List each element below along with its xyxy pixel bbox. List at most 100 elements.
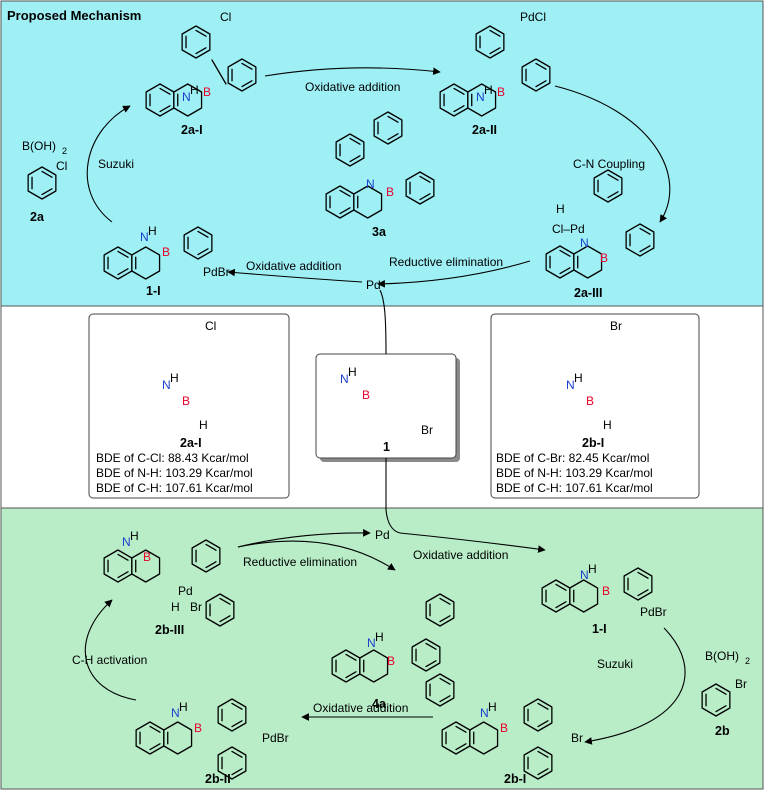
atom-B: B xyxy=(386,185,394,199)
atom-H: H xyxy=(484,83,493,97)
benzene-ring xyxy=(131,246,161,280)
catalyst-label: Pd xyxy=(366,278,381,292)
compound-label-2a: 2a xyxy=(30,210,45,224)
bond xyxy=(455,725,467,733)
atom-N: N xyxy=(476,90,485,104)
benzene-ring xyxy=(573,245,603,279)
step-label: Oxidative addition xyxy=(313,701,408,715)
bond xyxy=(345,653,357,661)
arrow-oxidative-addition-top xyxy=(264,67,441,77)
bde-box-right xyxy=(490,313,700,499)
bond xyxy=(439,677,451,685)
benzene-ring xyxy=(569,579,599,613)
bde-line: BDE of C-H: 107.61 Kcar/mol xyxy=(96,481,253,495)
benzene-ring xyxy=(425,593,455,627)
benzene-ring xyxy=(353,185,383,219)
hydrogen-label: H xyxy=(603,418,612,432)
benzene-ring xyxy=(475,25,505,59)
atom-H: H xyxy=(148,224,157,238)
bond xyxy=(149,725,161,733)
bond xyxy=(607,173,619,181)
pdbr-label: PdBr xyxy=(262,731,289,745)
bond xyxy=(117,250,129,258)
bond xyxy=(537,702,549,710)
bond xyxy=(159,87,171,95)
bond xyxy=(715,705,727,713)
benzene-ring xyxy=(625,223,655,257)
atom-N: N xyxy=(566,378,575,392)
step-label: Reductive elimination xyxy=(243,555,357,569)
compound-label-2a-I: 2a-I xyxy=(181,123,203,137)
bond xyxy=(439,695,451,703)
step-label: Oxidative addition xyxy=(246,259,341,273)
bond xyxy=(241,62,253,70)
compound-label-1-I: 1-I xyxy=(592,622,607,636)
arrow-ch-activation xyxy=(84,599,137,701)
bromo-label: Br xyxy=(421,423,433,437)
compound-label-1: 1 xyxy=(383,440,390,454)
bond xyxy=(453,105,465,113)
bond xyxy=(453,87,465,95)
benzene-ring xyxy=(131,549,161,583)
benzene-ring xyxy=(425,673,455,707)
atom-B: B xyxy=(143,550,151,564)
compound-label-2a-I: 2a-I xyxy=(180,436,202,450)
arrow-pd-from-1-bottom xyxy=(385,458,401,534)
bottom-panel xyxy=(0,507,764,790)
bond xyxy=(455,743,467,751)
bde-line: BDE of C-Br: 82.45 Kcar/mol xyxy=(496,451,649,465)
atom-B: B xyxy=(586,394,594,408)
atom-H: H xyxy=(488,700,497,714)
pdcl-label: PdCl xyxy=(520,10,546,24)
benzene-ring xyxy=(217,698,247,732)
bde-line: BDE of N-H: 103.29 Kcar/mol xyxy=(496,466,653,480)
palladium-label: Pd xyxy=(178,584,193,598)
step-label: Oxidative addition xyxy=(413,548,508,562)
compound-label-2b-II: 2b-II xyxy=(205,772,231,786)
atom-H: H xyxy=(170,371,179,385)
bond xyxy=(117,553,129,561)
bond xyxy=(197,230,209,238)
atom-N: N xyxy=(580,568,589,582)
bde-line: BDE of C-H: 107.61 Kcar/mol xyxy=(496,481,653,495)
bond xyxy=(537,720,549,728)
compound-label-4a: 4a xyxy=(372,697,387,711)
bond xyxy=(349,155,361,163)
boronic-acid-subscript: 2 xyxy=(745,656,750,666)
bond xyxy=(159,105,171,113)
bromo-label: Br xyxy=(735,677,747,691)
compound-label-2a-II: 2a-II xyxy=(472,123,497,137)
arrow-cn-coupling xyxy=(554,85,671,223)
arrow-suzuki-bottom xyxy=(584,627,686,745)
benzene-ring xyxy=(335,133,365,167)
benzene-ring xyxy=(205,593,235,627)
hydride-label: H xyxy=(556,202,565,216)
bond xyxy=(439,615,451,623)
bond xyxy=(231,720,243,728)
benzene-ring xyxy=(227,58,257,92)
benzene-ring xyxy=(701,683,731,717)
atom-N: N xyxy=(171,706,180,720)
boronic-acid-subscript: 2 xyxy=(62,146,67,156)
bond xyxy=(439,597,451,605)
bond xyxy=(489,29,501,37)
bromo-label: Br xyxy=(571,731,583,745)
atom-B: B xyxy=(500,721,508,735)
bond xyxy=(211,59,227,85)
atom-B: B xyxy=(194,721,202,735)
bond xyxy=(535,80,547,88)
chloro-label: Cl xyxy=(56,159,67,173)
benzene-ring xyxy=(217,746,247,780)
benzene-ring xyxy=(163,721,193,755)
clpd-label: Cl–Pd xyxy=(552,222,585,236)
bromo-label: Br xyxy=(190,600,202,614)
atom-H: H xyxy=(588,562,597,576)
bond xyxy=(637,571,649,579)
atom-B: B xyxy=(362,388,370,402)
atom-N: N xyxy=(367,636,376,650)
atom-B: B xyxy=(602,584,610,598)
compound-label-2b: 2b xyxy=(715,724,730,738)
bond xyxy=(387,133,399,141)
arrow-reductive-elimination-top xyxy=(377,260,531,288)
bond xyxy=(205,561,217,569)
